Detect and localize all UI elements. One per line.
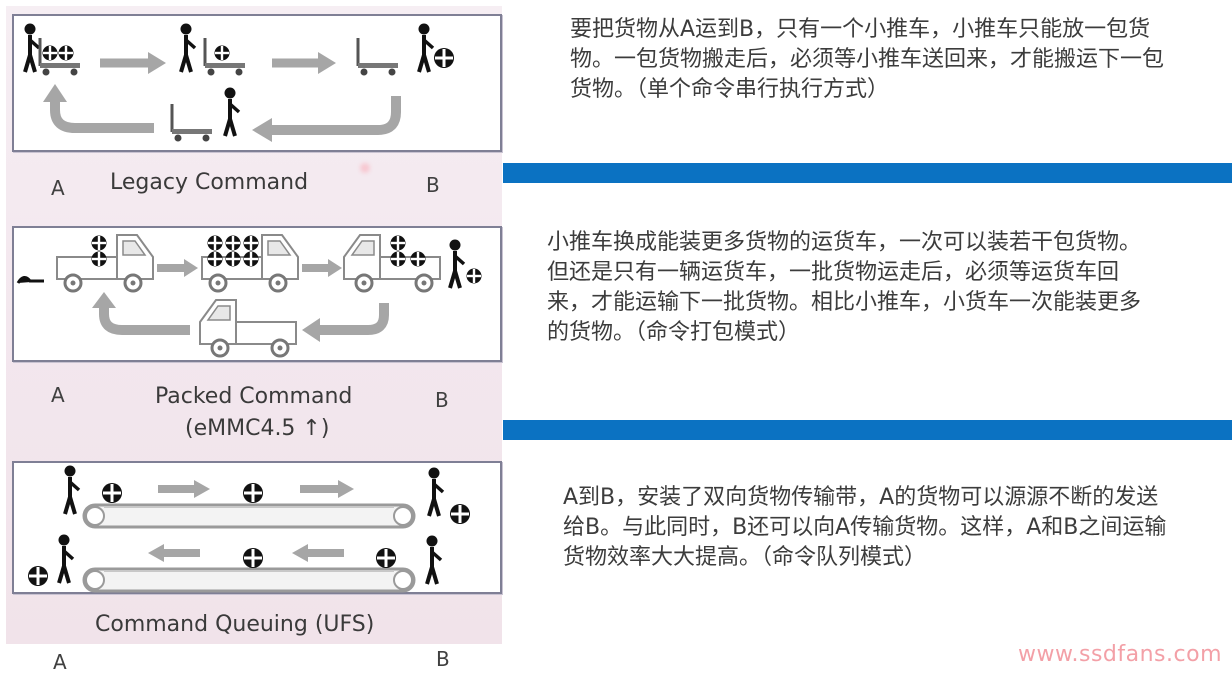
queuing-title: Command Queuing (UFS) [95,612,375,637]
legacy-description: 要把货物从A运到B，只有一个小推车，小推车只能放一包货物。一包货物搬走后，必须等… [570,17,1165,102]
queuing-scene [28,463,470,593]
legacy-label-a: A [51,176,65,200]
watermark: www.ssdfans.com [1018,642,1222,667]
queuing-label-a: A [53,650,67,674]
queuing-description: A到B，安装了双向货物传输带，A的货物可以源源不断的发送给B。与此同时，B还可以… [563,485,1167,570]
packed-subtitle: (eMMC4.5 ↑) [185,416,330,441]
packed-label-b: B [435,388,449,412]
legacy-title: Legacy Command [110,170,309,195]
decorative-dot [360,163,370,173]
packed-scene [16,233,482,358]
legacy-label-b: B [426,173,440,197]
packed-description: 小推车换成能装更多货物的运货车，一次可以装若干包货物。但还是只有一辆运货车，一批… [547,230,1142,345]
legacy-scene [22,21,454,143]
packed-label-a: A [51,383,65,407]
divider-bar-1 [503,163,1232,183]
divider-bar-2 [503,420,1232,440]
queuing-label-b: B [436,647,450,671]
packed-title: Packed Command [155,384,353,409]
